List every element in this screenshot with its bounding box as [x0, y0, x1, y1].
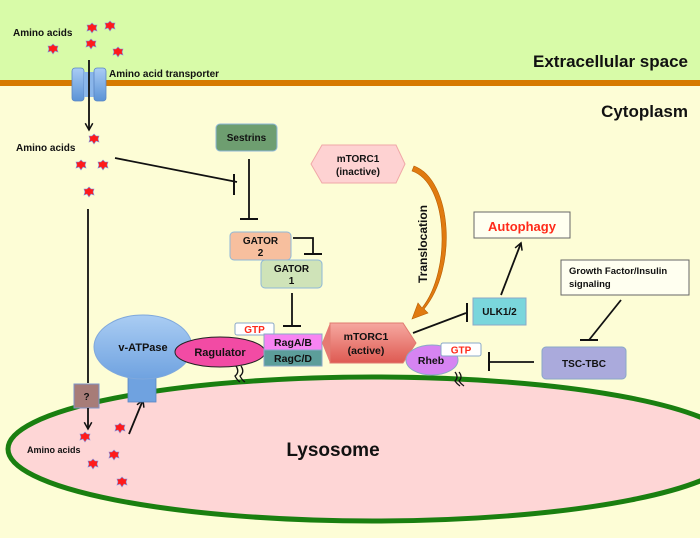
mtorc1-active-label-line1: mTORC1 [344, 331, 389, 343]
rheb-label: Rheb [418, 355, 444, 367]
autophagy [473, 211, 571, 239]
amino-acid-icon [112, 46, 124, 58]
amino-acid-icon [83, 186, 95, 198]
gtp-rheb-label: GTP [451, 346, 472, 357]
amino-acid-transporter-label: Amino acid transporter [109, 69, 219, 80]
ragulator-label: Ragulator [194, 347, 246, 359]
tsc-tbc-label: TSC-TBC [562, 359, 606, 370]
ragc-d-label: RagC/D [274, 353, 312, 365]
unknown-transporter-label: ? [83, 392, 89, 403]
mtorc1-inactive [310, 144, 406, 184]
amino-acid-icon [86, 22, 98, 34]
ragulator-lipid-anchor [234, 365, 246, 383]
mtorc1-active-label-line2: (active) [348, 345, 385, 357]
unknown-transporter [73, 383, 100, 409]
growth-factor-label-line1: Growth Factor/Insulin [569, 266, 667, 277]
amino-acid-icon [116, 476, 128, 488]
amino-acid-group-cytoplasm [75, 133, 109, 198]
amino-acid-icon [114, 422, 126, 434]
amino-acid-icon [79, 431, 91, 443]
ulk1-2 [472, 297, 527, 326]
amino-acid-icon [75, 159, 87, 171]
amino-acid-group-outside [47, 20, 124, 58]
autophagy-label: Autophagy [488, 219, 557, 234]
amino-acid-icon [47, 43, 59, 55]
gator1 [260, 259, 323, 289]
cytoplasm-label: Cytoplasm [601, 102, 688, 121]
amino-acid-icon [104, 20, 116, 32]
mtorc1-active [329, 322, 417, 364]
extracellular-label: Extracellular space [533, 52, 688, 71]
sestrins-label: Sestrins [227, 133, 267, 144]
lysosome-label: Lysosome [286, 440, 379, 461]
sestrins [215, 123, 278, 152]
growth-factor-to-tsc-inhibition [588, 299, 622, 341]
ragc-d [263, 349, 323, 367]
amino-acids-lysosome-label: Amino acids [27, 445, 81, 455]
amino-acids-cytoplasm-label: Amino acids [16, 143, 76, 154]
growth-factor-label-line2: signaling [569, 279, 611, 290]
translocation-label: Translocation [416, 205, 430, 283]
v-atpase-label: v-ATPase [118, 342, 167, 354]
gator2 [229, 231, 292, 261]
amino-acid-icon [97, 159, 109, 171]
gator1-label-line2: 1 [289, 276, 295, 287]
gator2-label-line1: GATOR [243, 236, 279, 247]
translocation-arrow [411, 165, 447, 320]
raga-b-label: RagA/B [274, 337, 312, 349]
gtp-rag-badge [234, 322, 275, 336]
gator2-label-line2: 2 [258, 248, 264, 259]
amino-acid-group-lysosome [79, 422, 128, 488]
amino-acid-transporter [71, 67, 107, 102]
gtp-rag-label: GTP [244, 325, 265, 336]
gator2-to-gator1-inhibition [293, 237, 314, 254]
v-atpase-uptake-arrow [128, 400, 143, 435]
gator1-label-line1: GATOR [274, 264, 310, 275]
amino-acid-icon [87, 458, 99, 470]
ulk1-2-label: ULK1/2 [482, 307, 517, 318]
amino-acids-outside-label: Amino acids [13, 28, 73, 39]
mtorc1-inactive-label-line2: (inactive) [336, 167, 380, 178]
growth-factor-insulin-signaling [560, 259, 690, 296]
plasma-membrane [0, 80, 700, 86]
rheb-lipid-anchor [454, 371, 465, 387]
lysosome [5, 374, 700, 524]
gtp-rheb-badge [440, 342, 482, 357]
amino-acid-icon [108, 449, 120, 461]
ulk-to-autophagy-arrow [500, 243, 521, 296]
mtorc1-inactive-label-line1: mTORC1 [337, 154, 380, 165]
mtorc1-active-left-point [322, 323, 330, 363]
tsc-tbc [541, 346, 627, 380]
mtorc1-to-ulk-inhibition [412, 312, 467, 334]
amino-acid-icon [88, 133, 100, 145]
amino-acids-to-gator2-inhibition [114, 157, 238, 183]
amino-acid-icon [85, 38, 97, 50]
extracellular-region [0, 0, 700, 80]
